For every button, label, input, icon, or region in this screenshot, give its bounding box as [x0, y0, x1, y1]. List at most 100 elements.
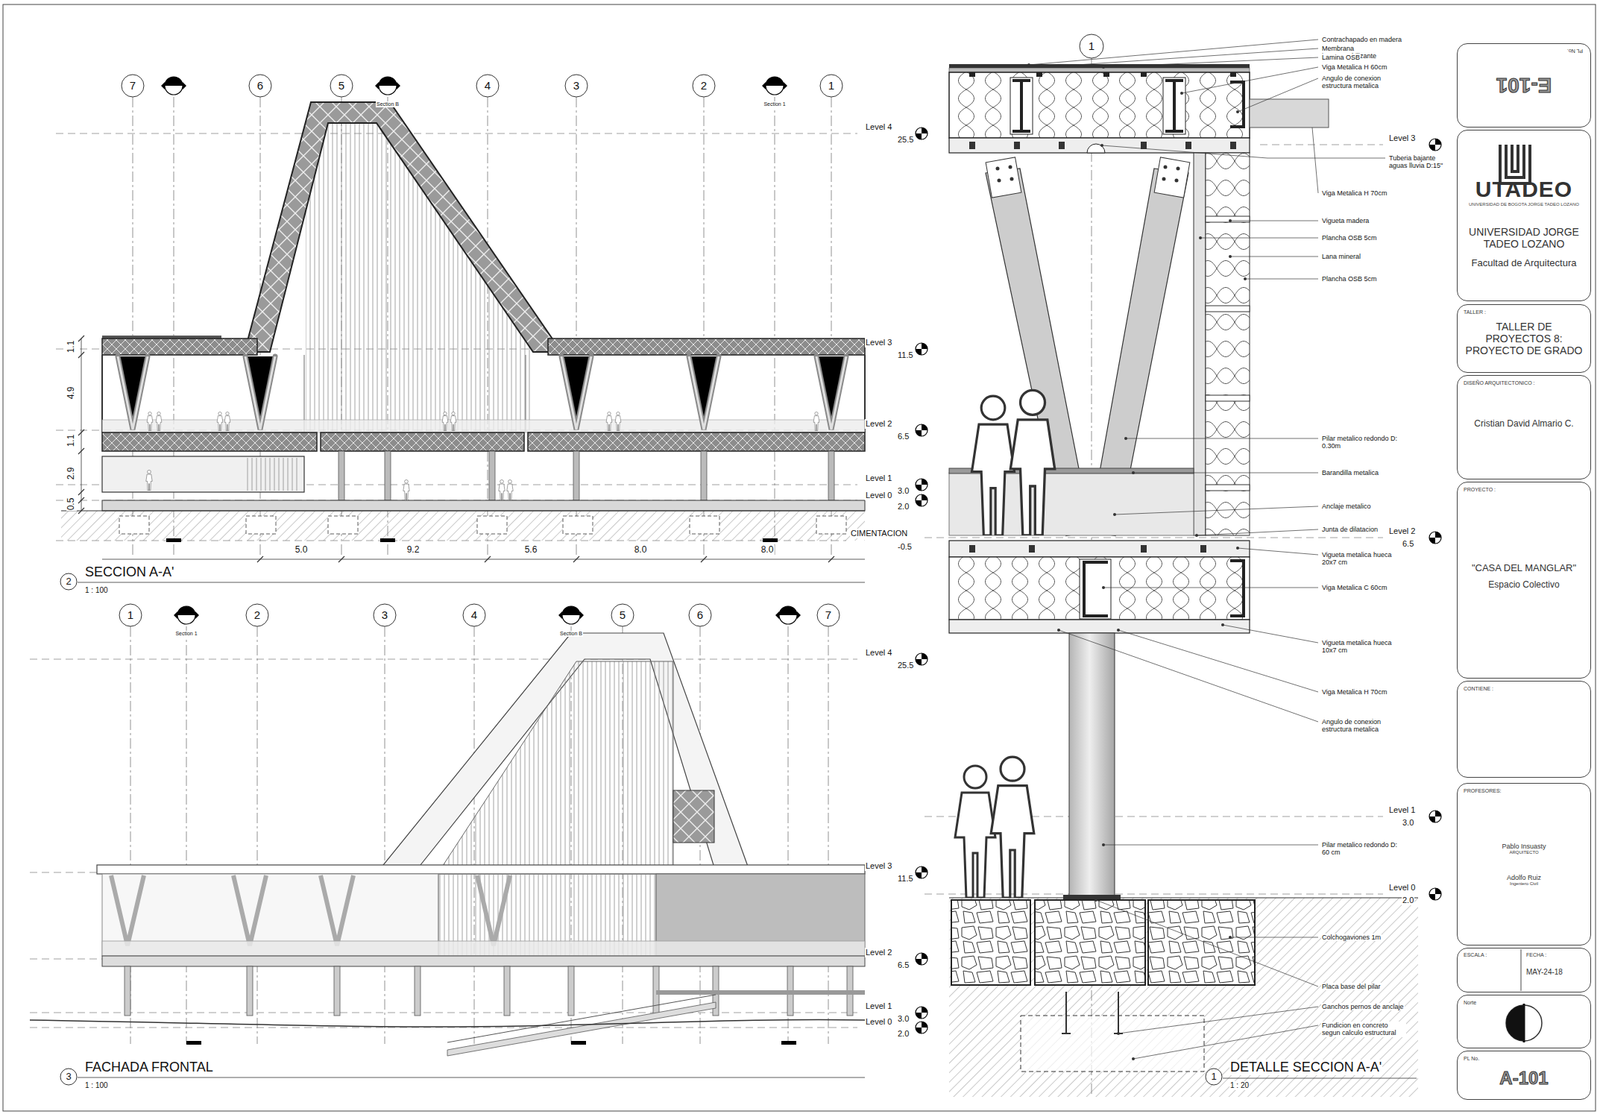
- section-drawing-part: [102, 432, 317, 452]
- level-value: 2.0: [1401, 895, 1415, 906]
- facade-drawing-part-part: [611, 603, 634, 627]
- detail-drawing-part-part: [924, 537, 1384, 539]
- section-drawing-part-part: [249, 74, 272, 97]
- facade-drawing-part-part: [29, 659, 858, 660]
- section-drawing-part-part: [689, 515, 720, 534]
- sheet-border: [2, 4, 1596, 1111]
- section-drawing-part-part: [477, 515, 507, 534]
- detail-drawing-part-part: [1185, 141, 1192, 150]
- detail-drawing-part-part: [1236, 546, 1240, 550]
- facade-drawing-part-part: [477, 875, 510, 946]
- facade-drawing-part-part: [246, 966, 253, 1016]
- section-drawing-part: [166, 538, 778, 543]
- material-callout: Colchogaviones 1m: [1321, 933, 1382, 941]
- section-drawing-part: [77, 582, 865, 584]
- section-drawing-part-part: [816, 515, 847, 534]
- material-callout: Ganchos pernos de anclaje: [1321, 1002, 1405, 1011]
- title-block-text: CONTIENE :: [1463, 685, 1585, 692]
- title-block-text: ARQUITECTO: [1463, 849, 1585, 855]
- facade-drawing-part-part: [186, 1040, 202, 1045]
- section-marker-label: Section B: [559, 630, 584, 637]
- section-drawing-part-part: [774, 96, 776, 556]
- facade-drawing-part-part: [334, 966, 340, 1016]
- grid-number: 2: [700, 79, 708, 92]
- detail-drawing-part: [951, 899, 1031, 985]
- detail-drawing-part: [949, 556, 1250, 620]
- material-callout: Angulo de conexion estructura metalica: [1321, 717, 1407, 734]
- section-drawing-part-part: [166, 538, 182, 543]
- section-drawing-part: [375, 76, 401, 95]
- title-block-text: PL No.: [1463, 1055, 1585, 1061]
- facade-drawing-part-part: [817, 603, 840, 627]
- logo-box: UTADEOUNIVERSIDAD DE BOGOTA JORGE TADEO …: [1456, 129, 1592, 302]
- facade-drawing-part-part: [124, 966, 131, 1016]
- material-callout: Vigueta metalica hueca 20x7 cm: [1321, 550, 1407, 567]
- detail-drawing-part-part: [1228, 935, 1232, 939]
- section-marker-label: Section 1: [762, 101, 786, 108]
- material-callout: Vigueta metalica hueca 10x7 cm: [1321, 638, 1407, 655]
- facade-drawing-part-part: [111, 875, 144, 946]
- detail-drawing-part-part: [1116, 1031, 1120, 1035]
- level-value: 6.5: [896, 431, 910, 442]
- scale-date-box: ESCALA :FECHA :MAY-24-18: [1456, 947, 1592, 993]
- workshop-box: TALLER :TALLER DE PROYECTOS 8: PROYECTO …: [1456, 304, 1592, 373]
- title-block-graphics-part: [1520, 949, 1522, 991]
- section-drawing-part: [102, 500, 865, 511]
- detail-drawing-part-part: [1036, 72, 1043, 77]
- level-name: Level 0: [1388, 882, 1416, 893]
- facade-drawing-part: [656, 990, 865, 995]
- section-drawing-part: [403, 479, 410, 501]
- title-block-text: Cristian David Almario C.: [1463, 418, 1585, 429]
- facade-drawing-part-part: [414, 966, 421, 1016]
- section-drawing-part-part: [121, 74, 144, 97]
- title-block-text: "CASA DEL MANGLAR": [1463, 562, 1585, 574]
- detail-drawing-part-part: [1260, 144, 1384, 146]
- section-drawing-part-part: [476, 74, 499, 97]
- title-block-text: PROYECTO :: [1463, 486, 1585, 493]
- section-drawing-part-part: [55, 133, 858, 135]
- level-name: Level 3: [864, 337, 893, 348]
- facade-drawing-part: [102, 940, 865, 956]
- material-callout: Barandilla metalica: [1321, 468, 1380, 477]
- title-block-text: A-101: [1499, 1067, 1548, 1089]
- facade-drawing-part: [558, 606, 584, 625]
- section-drawing-part-part: [489, 451, 496, 501]
- facade-drawing-part-part: [320, 875, 354, 946]
- facade-drawing-part-part: [568, 966, 575, 1016]
- detail-drawing-part-part: [1131, 471, 1135, 475]
- facade-drawing-part: [915, 1006, 928, 1019]
- facade-drawing-part: [102, 955, 865, 967]
- detail-drawing-part: [1020, 1015, 1205, 1072]
- facade-drawing-part-part: [571, 1040, 587, 1045]
- facade-drawing-part: [447, 1002, 716, 1056]
- detail-drawing-part: [985, 157, 1022, 198]
- title-block-text: Espacio Colectivo: [1463, 579, 1585, 590]
- section-drawing-part-part: [700, 451, 707, 501]
- detail-drawing-part: [969, 72, 1237, 77]
- facade-drawing-part: [173, 606, 200, 625]
- detail-drawing-part: [949, 64, 1250, 68]
- facade-drawing-part: [915, 1021, 928, 1034]
- facade-drawing-part-part: [688, 603, 712, 627]
- detail-drawing-part-part: [1116, 628, 1120, 632]
- detail-drawing-part: [1205, 1068, 1222, 1085]
- detail-drawing-part-part: [1101, 65, 1105, 69]
- view-number: 3: [64, 1071, 72, 1083]
- detail-drawing-part: [1084, 560, 1244, 616]
- section-drawing-part: [915, 478, 928, 491]
- facade-drawing-part: [915, 866, 928, 879]
- material-callout: Tuberia bajante aguas lluvia D:15": [1388, 154, 1454, 170]
- detail-drawing-part-part: [1140, 545, 1147, 553]
- detail-drawing-part: [1429, 810, 1442, 823]
- title-block-text: Pablo Insuasty: [1463, 842, 1585, 850]
- material-callout: Anclaje metalico: [1321, 502, 1372, 510]
- title-block-text: UTADEO: [1463, 176, 1585, 203]
- detail-drawing-part-part: [1140, 141, 1147, 150]
- section-drawing-part: [450, 411, 457, 431]
- detail-drawing-part: [1205, 152, 1250, 536]
- material-callout: Viga Metalica H 60cm: [1321, 63, 1388, 71]
- detail-drawing-part-part: [969, 141, 976, 150]
- section-drawing-part: [527, 432, 865, 452]
- section-drawing-part-part: [328, 515, 358, 534]
- section-drawing-part: [547, 338, 865, 355]
